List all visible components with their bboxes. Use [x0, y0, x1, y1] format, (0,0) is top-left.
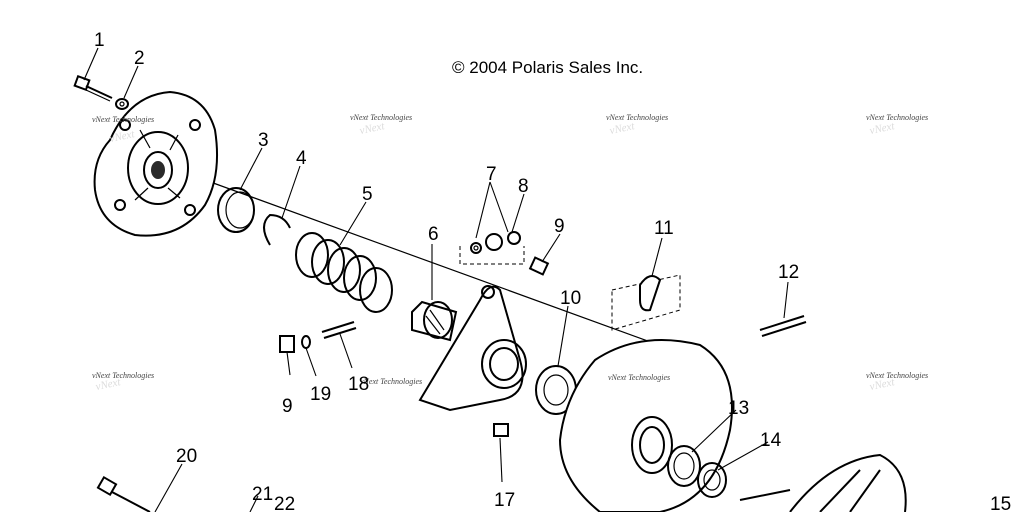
- callout-21: 21: [252, 484, 273, 505]
- callout-1: 1: [94, 30, 105, 51]
- callout-22: 22: [274, 494, 295, 512]
- callout-4: 4: [296, 148, 307, 169]
- callout-14: 14: [760, 430, 782, 451]
- callout-15: 15: [990, 494, 1011, 512]
- watermark-6: vNext Technologies: [360, 377, 422, 386]
- watermarks: vNext vNext Technologies vNext vNext Tec…: [92, 113, 928, 393]
- callout-12: 12: [778, 262, 799, 283]
- part-bolt-20: [96, 475, 151, 512]
- part-oring-19: [301, 335, 311, 349]
- callout-labels: 1 2 3 4 5 6 7 8 9 10 11 12 9 19 18 13 14…: [94, 30, 1011, 512]
- part-washer-2: [115, 98, 129, 110]
- svg-text:vNext: vNext: [95, 376, 123, 393]
- part-ring-3: [217, 187, 255, 233]
- callout-10: 10: [560, 288, 581, 309]
- part-ring-14: [697, 462, 727, 498]
- callout-3: 3: [258, 130, 269, 151]
- part-snap-ring-4: [263, 213, 291, 246]
- callout-2: 2: [134, 48, 145, 69]
- callout-9-top: 9: [554, 216, 565, 237]
- callout-20: 20: [176, 446, 197, 467]
- spider-arm: [418, 285, 527, 412]
- callout-17: 17: [494, 490, 515, 511]
- part-ring-13: [667, 445, 701, 487]
- watermark-3: vNext Technologies: [606, 113, 668, 122]
- part-bushing-6: [411, 300, 458, 342]
- moveable-sheave: [558, 339, 733, 512]
- callout-19: 19: [310, 384, 331, 405]
- part-nut-9: [528, 256, 550, 276]
- part-nut-17: [493, 423, 509, 437]
- part-pin-12: [759, 315, 807, 337]
- svg-text:vNext: vNext: [109, 128, 137, 145]
- watermark-4: vNext Technologies: [866, 113, 928, 122]
- watermark-7: vNext Technologies: [608, 373, 670, 382]
- cover-plate: [93, 90, 218, 237]
- part-cap-9: [279, 335, 295, 353]
- callout-13: 13: [728, 398, 749, 419]
- watermark-8: vNext Technologies: [866, 371, 928, 380]
- part-rollers-7-8: [459, 231, 525, 265]
- assembly-axis: [149, 159, 701, 361]
- callout-11: 11: [654, 218, 674, 239]
- callout-18: 18: [348, 374, 369, 395]
- callout-7: 7: [486, 164, 497, 185]
- callout-8: 8: [518, 176, 529, 197]
- svg-text:vNext: vNext: [609, 120, 637, 137]
- watermark-1: vNext Technologies: [92, 115, 154, 124]
- leader-lines: [83, 47, 789, 512]
- watermark-5: vNext Technologies: [92, 371, 154, 380]
- callout-6: 6: [428, 224, 439, 245]
- callout-5: 5: [362, 184, 373, 205]
- svg-text:vNext: vNext: [869, 376, 897, 393]
- part-bolt-1: [73, 74, 113, 102]
- svg-text:vNext: vNext: [359, 120, 387, 137]
- callout-9-bottom: 9: [282, 396, 293, 417]
- watermark-2: vNext Technologies: [350, 113, 412, 122]
- part-fixed-sheave-15: [739, 453, 907, 512]
- copyright-notice: © 2004 Polaris Sales Inc.: [452, 58, 643, 77]
- part-weight-11: [611, 274, 681, 331]
- part-pin-18: [321, 321, 357, 339]
- part-spring-5: [295, 232, 393, 313]
- svg-text:vNext: vNext: [869, 120, 897, 137]
